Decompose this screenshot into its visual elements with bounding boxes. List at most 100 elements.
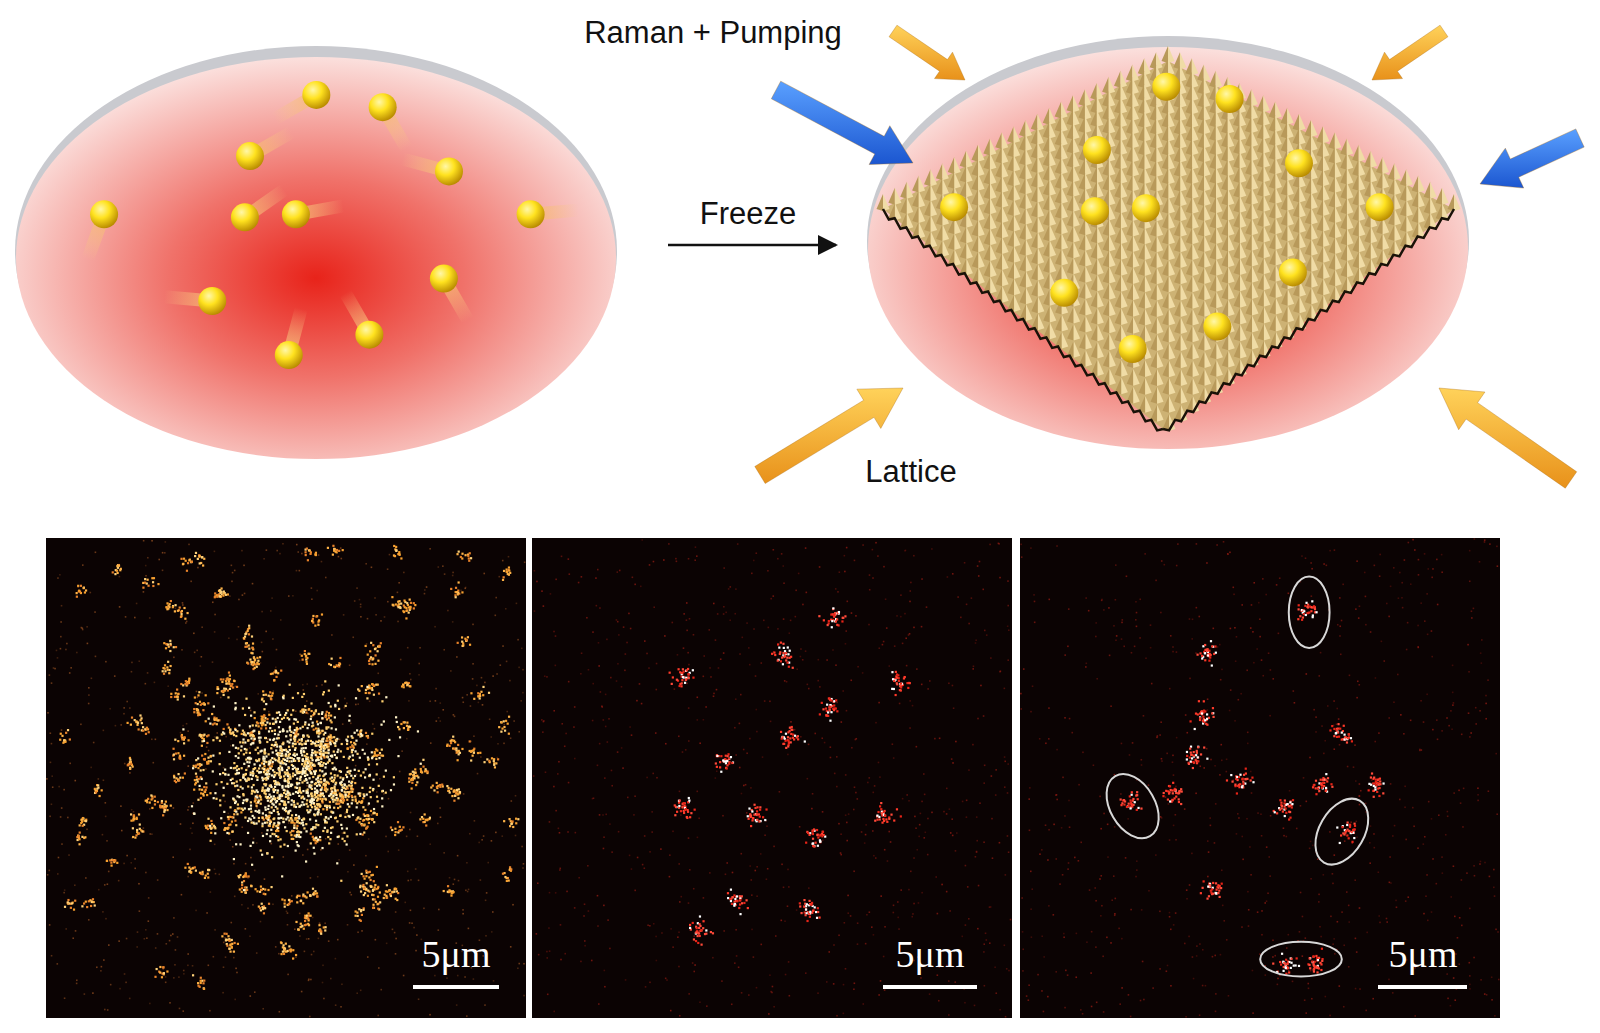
noise-pixel bbox=[469, 833, 471, 835]
noise-pixel bbox=[397, 592, 399, 594]
noise-pixel bbox=[110, 984, 112, 986]
noise-pixel bbox=[468, 889, 470, 891]
noise-pixel bbox=[228, 637, 230, 639]
noise-pixel bbox=[234, 896, 236, 898]
noise-pixel bbox=[418, 663, 420, 665]
noise-pixel bbox=[430, 742, 432, 744]
noise-pixel bbox=[318, 554, 320, 556]
noise-pixel bbox=[439, 702, 441, 704]
noise-pixel bbox=[229, 839, 231, 841]
noise-pixel bbox=[53, 667, 55, 669]
noise-pixel bbox=[119, 988, 121, 990]
noise-pixel bbox=[181, 649, 183, 651]
noise-pixel bbox=[453, 714, 455, 716]
noise-pixel bbox=[429, 548, 431, 550]
noise-pixel bbox=[491, 931, 493, 933]
noise-pixel bbox=[196, 650, 198, 652]
atom bbox=[302, 81, 330, 109]
noise-pixel bbox=[502, 645, 504, 647]
noise-pixel bbox=[115, 725, 117, 727]
noise-pixel bbox=[282, 856, 284, 858]
noise-pixel bbox=[51, 743, 53, 745]
noise-pixel bbox=[148, 920, 150, 922]
noise-pixel bbox=[214, 614, 216, 616]
noise-pixel bbox=[134, 868, 136, 870]
noise-pixel bbox=[485, 900, 487, 902]
noise-pixel bbox=[174, 964, 176, 966]
trapped-atom bbox=[940, 193, 968, 221]
noise-pixel bbox=[509, 680, 511, 682]
noise-pixel bbox=[177, 936, 179, 938]
noise-pixel bbox=[456, 656, 458, 658]
noise-pixel bbox=[375, 614, 377, 616]
noise-pixel bbox=[149, 808, 151, 810]
noise-pixel bbox=[145, 872, 147, 874]
noise-pixel bbox=[103, 730, 105, 732]
noise-pixel bbox=[123, 713, 125, 715]
noise-pixel bbox=[481, 839, 483, 841]
noise-pixel bbox=[346, 702, 348, 704]
noise-pixel bbox=[319, 922, 321, 924]
noise-pixel bbox=[318, 938, 320, 940]
noise-pixel bbox=[201, 656, 203, 658]
noise-pixel bbox=[51, 803, 53, 805]
noise-pixel bbox=[429, 843, 431, 845]
noise-pixel bbox=[90, 592, 92, 594]
noise-pixel bbox=[218, 874, 220, 876]
noise-pixel bbox=[143, 540, 145, 542]
atom bbox=[231, 203, 259, 231]
noise-pixel bbox=[368, 838, 370, 840]
noise-pixel bbox=[462, 701, 464, 703]
noise-pixel bbox=[263, 558, 265, 560]
noise-pixel bbox=[511, 800, 513, 802]
lattice-beam-arrow bbox=[1439, 388, 1577, 488]
noise-pixel bbox=[136, 946, 138, 948]
noise-pixel bbox=[58, 857, 60, 859]
noise-pixel bbox=[355, 704, 357, 706]
noise-pixel bbox=[189, 849, 191, 851]
noise-pixel bbox=[371, 814, 373, 816]
noise-pixel bbox=[286, 911, 288, 913]
noise-pixel bbox=[312, 917, 314, 919]
noise-pixel bbox=[294, 928, 296, 930]
noise-pixel bbox=[124, 973, 126, 975]
noise-pixel bbox=[197, 567, 199, 569]
noise-pixel bbox=[245, 928, 247, 930]
noise-pixel bbox=[250, 710, 252, 712]
noise-pixel bbox=[164, 552, 166, 554]
noise-pixel bbox=[98, 778, 100, 780]
noise-pixel bbox=[437, 929, 439, 931]
trapped-atom bbox=[1285, 149, 1313, 177]
noise-pixel bbox=[409, 673, 411, 675]
trapped-atom bbox=[1083, 136, 1111, 164]
noise-pixel bbox=[267, 738, 269, 740]
noise-pixel bbox=[173, 977, 175, 979]
noise-pixel bbox=[407, 880, 409, 882]
noise-pixel bbox=[349, 664, 351, 666]
noise-pixel bbox=[403, 572, 405, 574]
noise-pixel bbox=[278, 953, 280, 955]
noise-pixel bbox=[58, 786, 60, 788]
noise-pixel bbox=[518, 667, 520, 669]
noise-pixel bbox=[139, 910, 141, 912]
noise-pixel bbox=[299, 570, 301, 572]
noise-pixel bbox=[107, 883, 109, 885]
noise-pixel bbox=[256, 842, 258, 844]
noise-pixel bbox=[212, 661, 214, 663]
noise-pixel bbox=[119, 606, 121, 608]
noise-pixel bbox=[143, 591, 145, 593]
noise-pixel bbox=[376, 791, 378, 793]
noise-pixel bbox=[86, 626, 88, 628]
noise-pixel bbox=[63, 789, 65, 791]
noise-pixel bbox=[192, 822, 194, 824]
noise-pixel bbox=[328, 940, 330, 942]
noise-pixel bbox=[444, 573, 446, 575]
noise-pixel bbox=[500, 664, 502, 666]
noise-pixel bbox=[518, 963, 520, 965]
noise-pixel bbox=[208, 750, 210, 752]
noise-pixel bbox=[330, 978, 332, 980]
pumping-beam-arrow bbox=[771, 81, 913, 164]
noise-pixel bbox=[409, 829, 411, 831]
noise-pixel bbox=[52, 786, 54, 788]
